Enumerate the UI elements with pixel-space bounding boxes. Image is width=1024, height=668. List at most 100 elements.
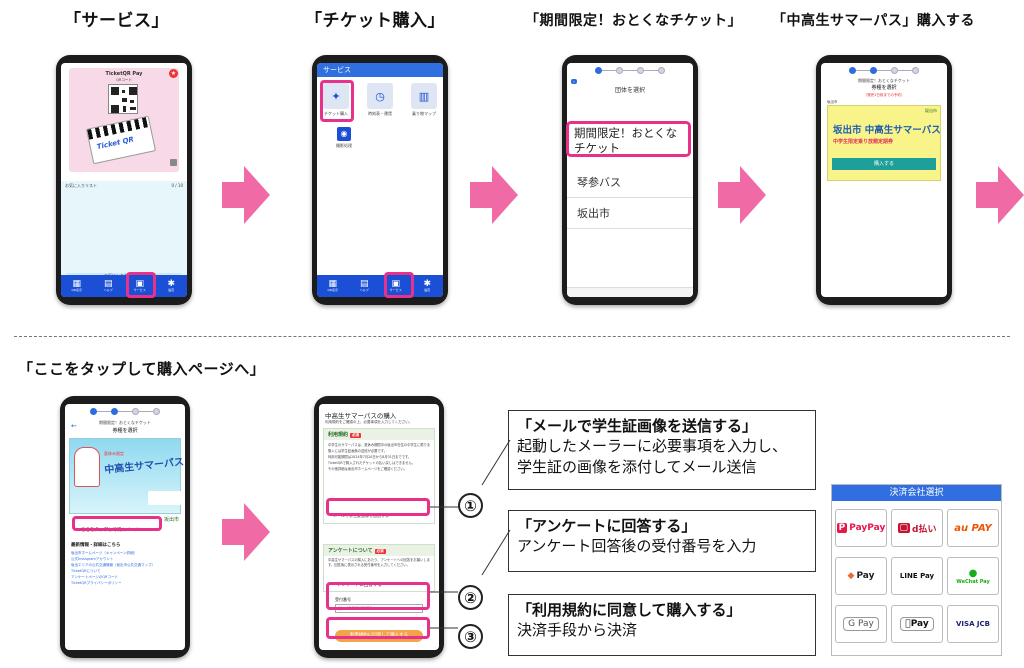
rule-text: TicketQRで購入されたチケットの払い戻しはできません。 [328,461,416,465]
callout-body: 決済手段から決済 [517,621,638,639]
bus-illustration [148,491,182,505]
list-item-bus[interactable]: 琴参バス [567,167,693,198]
highlight-service-tab [126,272,156,298]
back-arrow-icon[interactable]: ← [71,422,77,430]
callout-agree: 「利用規約に同意して購入する」 決済手段から決済 [508,594,816,656]
connector-lines [430,439,511,629]
page-title: 券種を選択 [112,428,138,434]
favorites-count: 0 / 10 [171,183,183,188]
d-barai-button[interactable]: ▢d払い [891,509,943,547]
rule-text: 利用可能期間は2024年7月20日から8月31日までです。 [328,455,412,459]
info-link[interactable]: TicketQRについて [71,569,101,573]
highlight-service-tab [384,272,414,298]
callout-body: 学生証の画像を添付してメール送信 [517,458,757,476]
survey-section: アンケートについて必須 中高生サマーパスの購入にあたり、アンケートへの回答をお願… [323,544,435,592]
bottom-nav: ▦QR表示 ▤ヘルプ ▣サービス ✱設定 [61,275,187,297]
buy-button[interactable]: 購入する [832,158,936,170]
form-intro: 利用規約をご確認の上、必要事項を入力してください。 [325,420,413,424]
phone-pass-detail-screen: ← 期間限定！おとくなチケット 券種を選択 夏休み限定 中高生サマーパス 坂出市… [60,396,190,658]
expand-icon[interactable] [170,159,177,166]
highlight-receipt-input [326,582,430,610]
step-number-2: ② [458,585,483,610]
highlight-ticket-tile [320,80,354,122]
nav-service-icon[interactable]: ▣サービス [389,279,402,292]
highlight-tap-link [72,516,162,531]
back-chip[interactable]: ‹ [571,79,577,84]
info-link[interactable]: 公式Instagramアカウント [71,557,114,561]
nav-help-icon[interactable]: ▤ヘルプ [103,279,113,292]
banner-top: 夏休み限定 [104,451,124,456]
required-tag: 必須 [350,433,362,438]
select-group-title: 団体を選択 [614,87,645,94]
arrow-right-icon [976,166,1024,224]
nav-service-icon[interactable]: ▣サービス [133,279,146,292]
nav-qr-icon[interactable]: ▦QR表示 [327,279,338,292]
bottom-nav: ▦QR表示 ▤ヘルプ ▣サービス ✱設定 [317,275,443,297]
wechat-pay-button[interactable]: ●WeChat Pay [947,557,999,595]
merpay-button[interactable]: ◆Pay [835,557,887,595]
nav-settings-icon[interactable]: ✱設定 [167,279,176,292]
credit-card-button[interactable]: VISA JCB [947,605,999,643]
payment-header: 決済会社選択 [832,485,1001,501]
qr-code-icon [108,84,138,114]
form-title: 中高生サマーパスの購入 [325,412,397,420]
star-badge-icon: ★ [169,69,178,78]
camera-icon[interactable]: ◉ [337,127,351,141]
phone-service-screen: TicketQR Pay QRコード Ticket QR ★ お気に入りリスト … [56,55,192,305]
info-link[interactable]: TicketQRプライバシーポリシー [71,581,122,585]
group-list: 琴参バス 坂出市 [567,167,693,229]
progress-stepper [821,63,947,76]
arrow-right-icon [222,503,270,561]
phone-ticket-screen: サービス ✦ チケット購入 ◷ 時刻表・運賃 ▥ 乗り物マップ ◉ 撮影処理 ▦… [312,55,448,305]
ticket-purchase-tile[interactable]: ✦ [323,83,349,109]
favorites-label: お気に入りリスト [65,183,97,188]
breadcrumb: 期間限定！おとくなチケット [99,420,151,425]
section-divider [14,336,1010,337]
callout-survey: 「アンケートに回答する」 アンケート回答後の受付番号を入力 [508,510,816,572]
survey-heading: アンケートについて [328,548,373,554]
summer-pass-card: 坂出市 坂出市 中高生サマーパス 中学生限定乗り放題定期券 購入する [827,105,941,181]
map-icon[interactable]: ▥ [411,83,437,109]
survey-answer-link[interactable]: アンケートに回答する [337,583,382,588]
terms-heading: 利用規約 [328,432,349,438]
google-pay-button[interactable]: G Pay [835,605,887,643]
callout-title: 「利用規約に同意して購入する」 [517,601,742,619]
info-link[interactable]: 坂出エリアの公共交通情報（坂出市公共交通マップ） [71,563,155,567]
breadcrumb: 期間限定！おとくなチケット [858,78,910,83]
arrow-right-icon [470,166,518,224]
info-link[interactable]: アンケートページのQRコード [71,575,118,579]
org-badge: 坂出市 [925,108,937,113]
info-link[interactable]: 坂出市ホームページ（キャンペーン詳細） [71,551,138,555]
nav-qr-icon[interactable]: ▦QR表示 [71,279,82,292]
progress-stepper [567,63,693,76]
step-number-3: ③ [458,624,483,649]
required-tag: 必須 [374,549,386,554]
callout-body: 起動したメーラーに必要事項を入力し、 [517,437,788,455]
callout-mail: 「メールで学生証画像を送信する」 起動したメーラーに必要事項を入力し、 学生証の… [508,410,816,490]
tile-label: 撮影処理 [336,143,352,148]
line-pay-button[interactable]: LINE Pay [891,557,943,595]
limited-ticket-option[interactable]: 期間限定！おとくなチケット [566,121,691,157]
summer-pass-banner: 夏休み限定 中高生サマーパス [69,438,184,514]
au-pay-button[interactable]: au PAY [947,509,999,547]
page-title: 券種を選択 [871,85,897,91]
notice-text: （発売1日前までの予約） [863,93,905,97]
phone-ticket-type-screen: 期間限定！おとくなチケット 券種を選択 （発売1日前までの予約） 坂出市 坂出市… [816,55,952,305]
ticketqr-card: TicketQR Pay QRコード Ticket QR ★ [69,68,179,172]
rule-text: その他詳細は坂出市ホームページをご確認ください。 [328,467,407,471]
nav-settings-icon[interactable]: ✱設定 [423,279,432,292]
arrow-right-icon [718,166,766,224]
callout-title: 「メールで学生証画像を送信する」 [517,417,758,435]
tile-label: 乗り物マップ [412,111,436,116]
timetable-clock-icon[interactable]: ◷ [367,83,393,109]
apple-pay-button[interactable]: Pay [891,605,943,643]
arrow-right-icon [222,166,270,224]
callout-body: アンケート回答後の受付番号を入力 [517,537,757,555]
org-badge: 坂出市 [163,517,179,523]
nav-help-icon[interactable]: ▤ヘルプ [359,279,369,292]
survey-text: 中高生サマーパスの購入にあたり、アンケートへの回答をお願いします。回答後に表示さ… [328,558,430,567]
phone-group-select-screen: ‹ 団体を選択 琴参バス 坂出市 [562,55,698,305]
list-item-sakaide[interactable]: 坂出市 [567,198,693,229]
